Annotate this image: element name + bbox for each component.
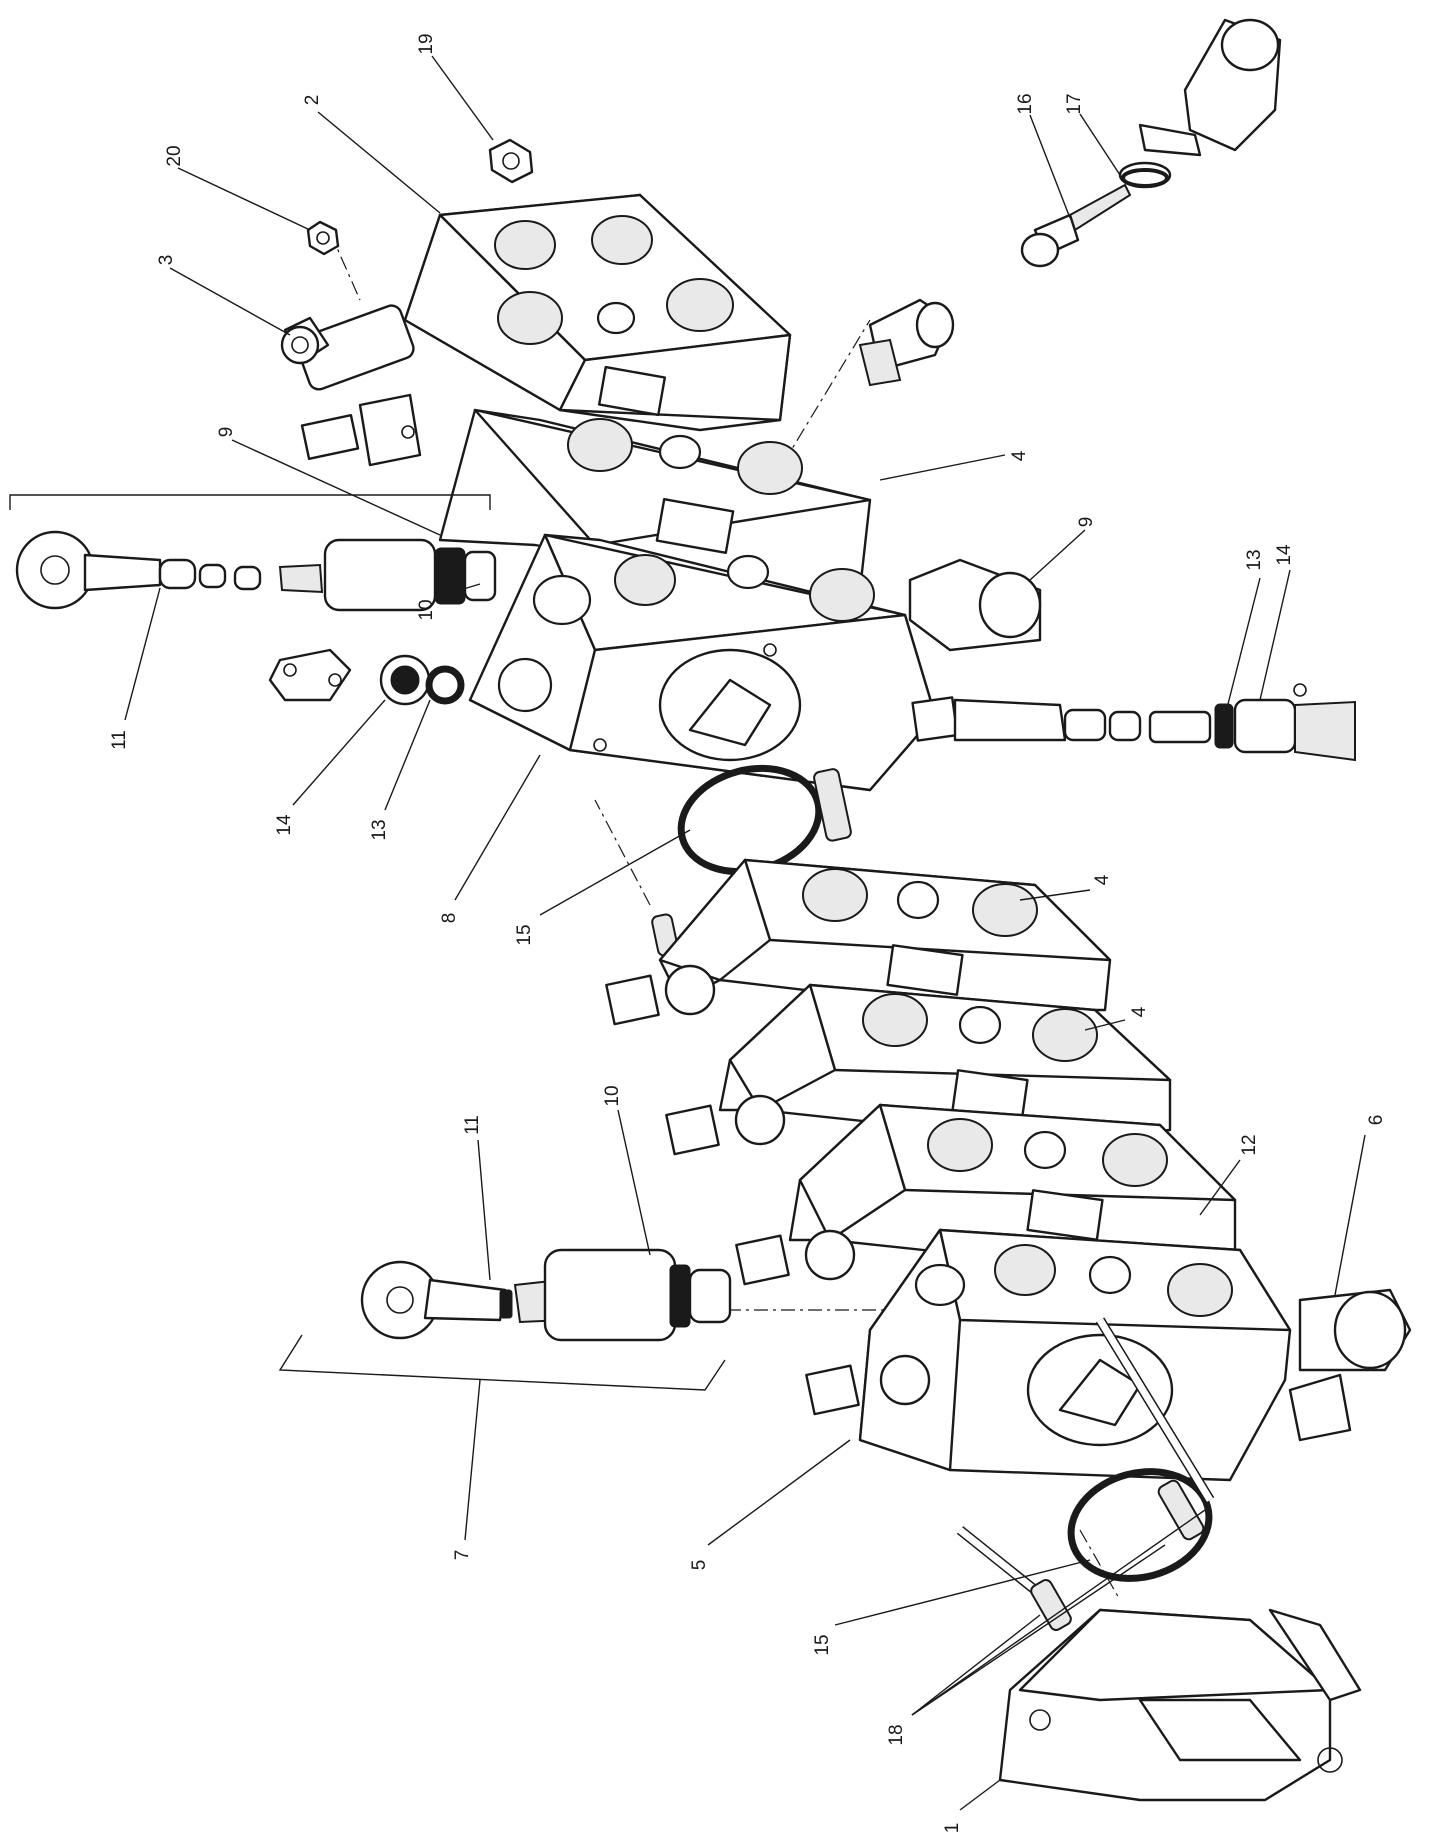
- spool-assembly-lower-left: [360, 1248, 732, 1342]
- callout-17: 17: [1064, 93, 1085, 114]
- callout-18: 18: [886, 1724, 907, 1745]
- callout-9-top: 9: [216, 427, 237, 438]
- callout-5: 5: [689, 1560, 710, 1571]
- callout-15-lower: 15: [812, 1634, 833, 1655]
- spool-stub-top: [300, 393, 422, 467]
- callout-13-left: 13: [369, 819, 390, 840]
- callout-13-right: 13: [1244, 549, 1265, 570]
- o-ring-15-lower: [1067, 1468, 1213, 1582]
- bracket-group-7: [278, 1334, 726, 1391]
- callout-14-left: 14: [274, 814, 295, 836]
- callout-2: 2: [302, 95, 323, 106]
- valve-section-4-top: [438, 408, 872, 597]
- callout-3: 3: [156, 255, 177, 266]
- callout-8: 8: [439, 913, 460, 924]
- seal-parts-left: [268, 648, 465, 706]
- outlet-block-5: [805, 1228, 1292, 1482]
- inlet-block-8: [468, 533, 937, 792]
- spool-right-long: [911, 683, 1356, 762]
- callout-12: 12: [1239, 1134, 1260, 1155]
- spool-right-9: [908, 558, 1042, 652]
- valve-section-4-mid-2: [665, 983, 1172, 1156]
- callout-15-upper: 15: [514, 924, 535, 945]
- callout-1: 1: [942, 1823, 963, 1834]
- callout-7: 7: [452, 1550, 473, 1561]
- spool-right-6: [1288, 1288, 1412, 1442]
- callout-9-right: 9: [1076, 517, 1097, 528]
- end-cover-1: [998, 1608, 1362, 1802]
- callout-11-lower: 11: [462, 1115, 483, 1135]
- callout-10-lower: 10: [602, 1085, 623, 1106]
- callout-19: 19: [416, 33, 437, 54]
- valve-end-block-2: [403, 193, 792, 432]
- callout-10-top: 10: [416, 599, 437, 620]
- callout-4-mid-1: 4: [1092, 874, 1113, 885]
- tie-rods-18: [956, 1317, 1215, 1631]
- plunger-mid: [858, 298, 955, 387]
- callout-16: 16: [1015, 93, 1036, 114]
- bracket-group-9: [9, 494, 491, 510]
- callout-6: 6: [1366, 1115, 1387, 1126]
- callout-labels: 2 3 19 20 16 17 9 4 9 13 14 10 11 14 13 …: [109, 33, 1387, 1833]
- check-valve-parts-right: [1020, 18, 1282, 268]
- callout-4-top: 4: [1009, 450, 1030, 461]
- leader-lines: [124, 55, 1366, 1811]
- relief-valve-3: [280, 304, 415, 391]
- callout-11-top: 11: [109, 730, 130, 750]
- valve-section-4-mid-1: [605, 858, 1112, 1026]
- callout-14-right: 14: [1274, 544, 1295, 566]
- nut-19: [488, 138, 534, 184]
- callout-20: 20: [164, 145, 185, 166]
- nut-20: [306, 220, 340, 256]
- spool-assembly-top-left: [15, 530, 497, 612]
- callout-4-mid-2: 4: [1129, 1006, 1150, 1017]
- valve-section-12: [735, 1103, 1237, 1286]
